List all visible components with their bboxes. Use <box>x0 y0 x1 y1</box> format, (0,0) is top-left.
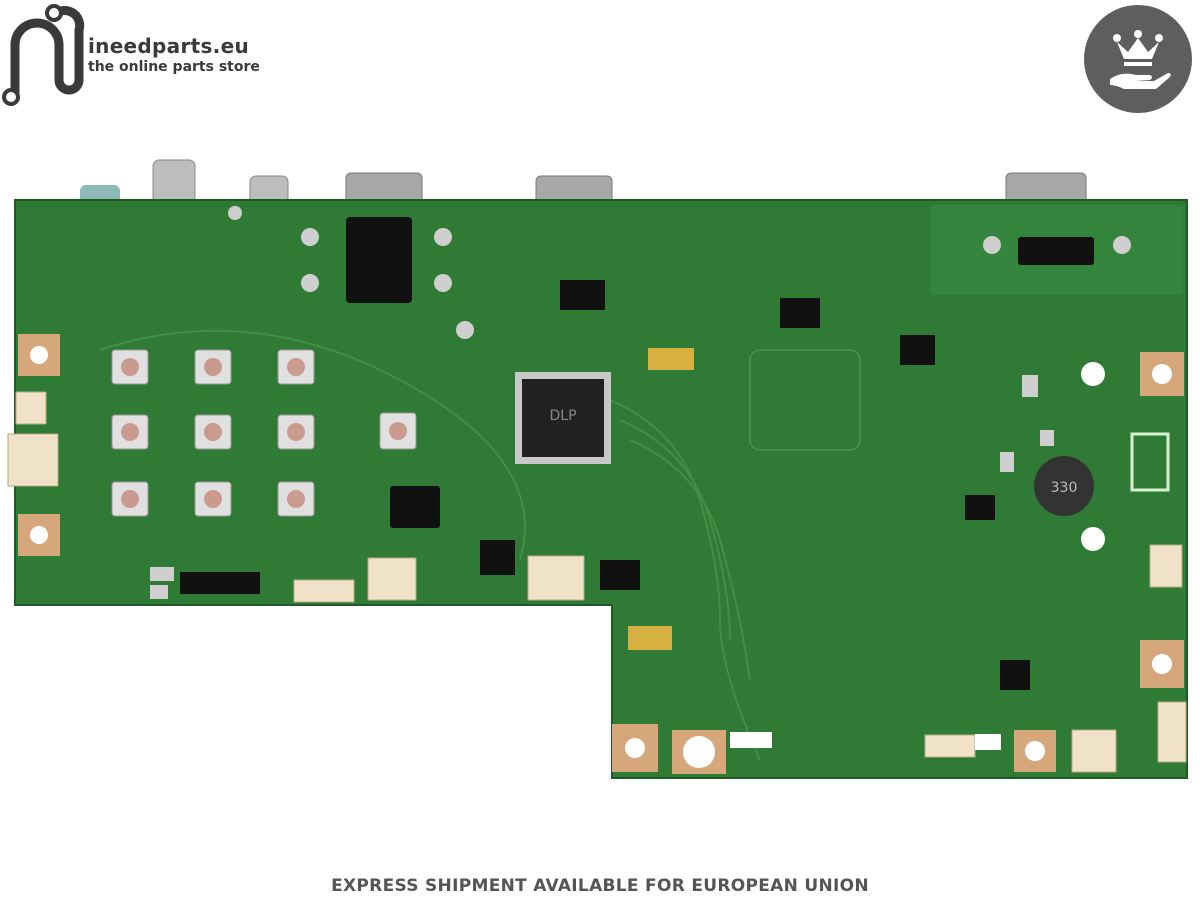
store-logo[interactable]: ineedparts.eu the online parts store <box>0 0 300 110</box>
pcb-board-photo: DLP 330 <box>7 159 1188 779</box>
svg-text:330: 330 <box>1051 480 1078 496</box>
quality-badge <box>1084 5 1192 113</box>
circuit-n-icon <box>2 4 85 106</box>
shipping-banner: EXPRESS SHIPMENT AVAILABLE FOR EUROPEAN … <box>331 876 869 896</box>
tactile-buttons <box>111 349 417 517</box>
dlp-chip: DLP <box>515 372 611 464</box>
pcb-board <box>14 199 1188 779</box>
brand-tagline: the online parts store <box>88 59 260 75</box>
brand-name: ineedparts.eu <box>88 34 249 58</box>
chip-label: DLP <box>549 408 576 424</box>
top-connectors <box>80 159 1087 207</box>
crown-on-hand-icon <box>1110 30 1171 89</box>
